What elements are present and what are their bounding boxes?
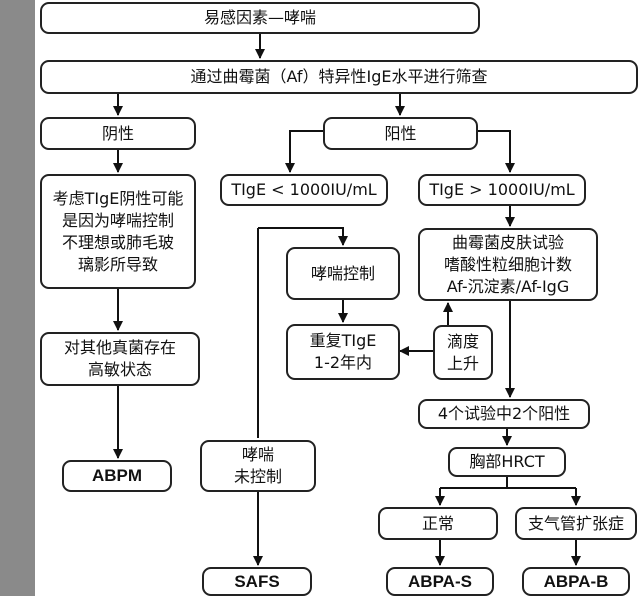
node-risk-factor: 易感因素—哮喘 [40, 2, 480, 34]
node-negative-reason: 考虑TIgE阴性可能 是因为哮喘控制 不理想或肺毛玻 璃影所导致 [40, 174, 196, 289]
node-abpa-b: ABPA-B [522, 567, 630, 596]
node-negative: 阴性 [40, 117, 196, 150]
node-diagnostic-tests: 曲霉菌皮肤试验 嗜酸性粒细胞计数 Af-沉淀素/Af-IgG [418, 228, 598, 301]
node-chest-hrct: 胸部HRCT [448, 447, 566, 477]
node-abpa-s: ABPA-S [386, 567, 494, 596]
node-repeat-tige: 重复TIgE 1-2年内 [286, 324, 400, 380]
node-bronchiectasis: 支气管扩张症 [515, 507, 637, 540]
node-asthma-uncontrolled: 哮喘 未控制 [200, 440, 316, 492]
node-asthma-control: 哮喘控制 [286, 247, 400, 300]
node-abpm: ABPM [62, 460, 172, 492]
node-two-of-four-positive: 4个试验中2个阳性 [418, 399, 590, 429]
left-gray-margin [0, 0, 35, 596]
node-screening: 通过曲霉菌（Af）特异性IgE水平进行筛查 [40, 60, 638, 94]
node-safs: SAFS [202, 567, 312, 596]
node-positive: 阳性 [323, 117, 478, 150]
node-titer-rise: 滴度 上升 [433, 325, 493, 380]
node-tige-low: TIgE < 1000IU/mL [220, 174, 388, 206]
node-other-fungi: 对其他真菌存在 高敏状态 [40, 332, 200, 386]
node-tige-high: TIgE > 1000IU/mL [418, 174, 586, 206]
node-normal: 正常 [378, 507, 498, 540]
